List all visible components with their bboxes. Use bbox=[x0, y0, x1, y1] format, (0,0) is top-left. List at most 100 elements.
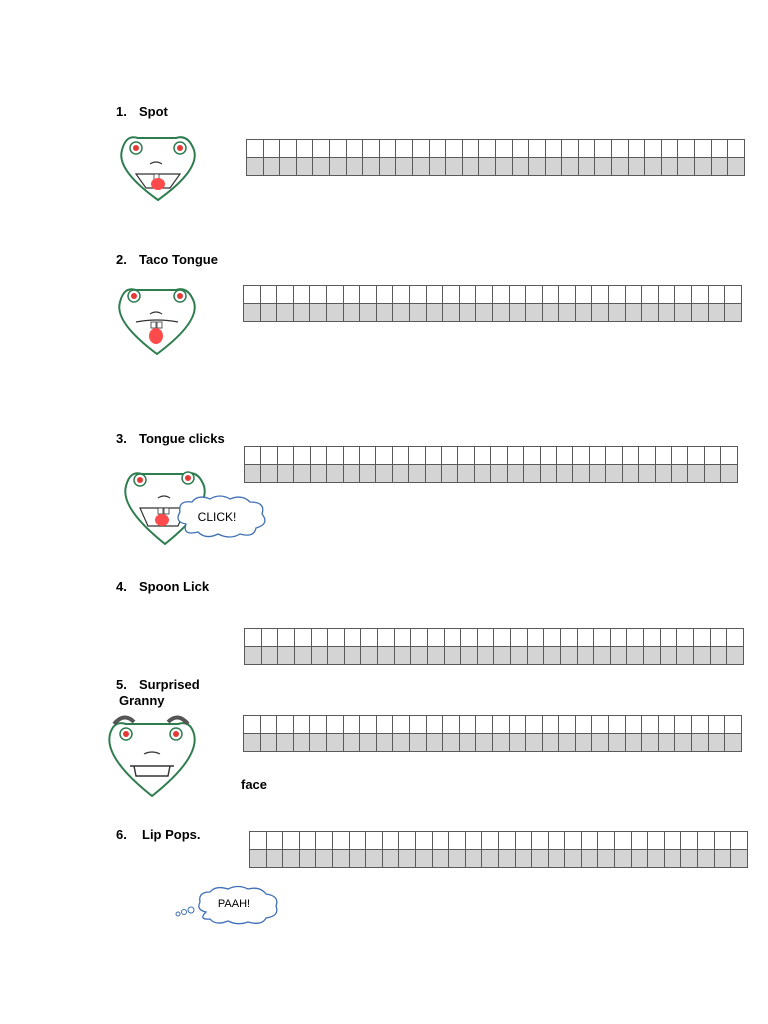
grid-cell bbox=[365, 831, 383, 850]
grid-cell bbox=[277, 646, 295, 665]
grid-cell bbox=[624, 715, 643, 734]
grid-cell bbox=[428, 139, 447, 158]
grid-cell bbox=[428, 157, 447, 176]
grid-cell bbox=[378, 157, 397, 176]
grid-cell bbox=[707, 285, 726, 304]
grid-cell bbox=[544, 157, 563, 176]
grid-cell bbox=[343, 646, 362, 665]
grid-cell bbox=[559, 646, 578, 665]
grid-cell bbox=[526, 646, 545, 665]
grid-cell bbox=[464, 831, 483, 850]
grid-cell bbox=[328, 157, 347, 176]
grid-cell bbox=[478, 139, 496, 158]
grid-cell bbox=[408, 303, 427, 322]
grid-cell bbox=[528, 157, 546, 176]
grid-cell bbox=[481, 849, 499, 868]
exercise-number: 3. bbox=[116, 431, 127, 446]
grid-cell bbox=[276, 464, 295, 483]
grid-cell bbox=[574, 285, 593, 304]
grid-cell bbox=[461, 139, 480, 158]
grid-cell bbox=[265, 831, 284, 850]
exercise-number: 4. bbox=[116, 579, 127, 594]
grid-cell bbox=[392, 285, 410, 304]
grid-cell bbox=[657, 715, 676, 734]
grid-cell bbox=[674, 715, 693, 734]
exercise-number: 5. bbox=[116, 677, 127, 692]
grid-cell bbox=[614, 831, 632, 850]
grid-cell bbox=[410, 628, 428, 647]
grid-cell bbox=[531, 831, 549, 850]
grid-cell bbox=[325, 303, 344, 322]
grid-cell bbox=[475, 715, 493, 734]
grid-row-shaded bbox=[246, 157, 745, 176]
grid-cell bbox=[539, 446, 558, 465]
grid-cell bbox=[445, 157, 463, 176]
response-grid-4 bbox=[244, 628, 744, 665]
grid-cell bbox=[638, 446, 656, 465]
grid-cell bbox=[246, 157, 264, 176]
grid-cell bbox=[724, 285, 742, 304]
grid-cell bbox=[692, 646, 711, 665]
grid-cell bbox=[511, 139, 530, 158]
grid-cell bbox=[393, 628, 412, 647]
response-grid-2 bbox=[243, 285, 742, 322]
grid-cell bbox=[541, 733, 560, 752]
grid-cell bbox=[572, 446, 590, 465]
grid-cell bbox=[680, 849, 699, 868]
grid-cell bbox=[442, 303, 460, 322]
grid-row-shaded bbox=[243, 464, 738, 483]
grid-cell bbox=[593, 628, 611, 647]
grid-cell bbox=[506, 446, 525, 465]
grid-cell bbox=[726, 628, 744, 647]
grid-cell bbox=[577, 157, 596, 176]
grid-cell bbox=[691, 715, 709, 734]
grid-cell bbox=[591, 285, 610, 304]
grid-cell bbox=[510, 646, 528, 665]
grid-cell bbox=[508, 285, 527, 304]
grid-cell bbox=[375, 303, 394, 322]
grid-cell bbox=[572, 464, 590, 483]
grid-cell bbox=[442, 715, 460, 734]
grid-cell bbox=[295, 157, 314, 176]
exercise-title: Surprised bbox=[139, 677, 200, 692]
grid-cell bbox=[398, 849, 416, 868]
grid-cell bbox=[377, 646, 395, 665]
grid-row-blank bbox=[246, 139, 745, 158]
grid-cell bbox=[539, 464, 558, 483]
grid-cell bbox=[709, 628, 728, 647]
grid-cell bbox=[414, 831, 433, 850]
grid-cell bbox=[457, 446, 475, 465]
grid-cell bbox=[609, 646, 628, 665]
exercise-number: 6. bbox=[116, 827, 127, 842]
grid-cell bbox=[475, 285, 493, 304]
grid-cell bbox=[243, 446, 262, 465]
grid-cell bbox=[259, 733, 278, 752]
grid-cell bbox=[647, 831, 665, 850]
grid-cell bbox=[588, 464, 607, 483]
grid-cell bbox=[674, 733, 693, 752]
grid-cell bbox=[574, 303, 593, 322]
grid-cell bbox=[643, 646, 661, 665]
grid-cell bbox=[365, 849, 383, 868]
grid-cell bbox=[687, 446, 705, 465]
grid-cell bbox=[425, 285, 444, 304]
grid-cell bbox=[309, 285, 327, 304]
grid-cell bbox=[475, 303, 493, 322]
grid-cell bbox=[663, 831, 682, 850]
grid-cell bbox=[710, 157, 729, 176]
grid-cell bbox=[561, 157, 579, 176]
grid-cell bbox=[707, 715, 726, 734]
grid-cell bbox=[312, 157, 330, 176]
grid-cell bbox=[558, 303, 576, 322]
grid-cell bbox=[342, 446, 360, 465]
grid-cell bbox=[654, 464, 672, 483]
grid-cell bbox=[559, 628, 578, 647]
grid-row-shaded bbox=[244, 646, 744, 665]
grid-cell bbox=[624, 303, 643, 322]
grid-cell bbox=[377, 628, 395, 647]
grid-cell bbox=[279, 139, 297, 158]
grid-cell bbox=[657, 285, 676, 304]
grid-cell bbox=[514, 849, 533, 868]
grid-cell bbox=[605, 464, 623, 483]
grid-cell bbox=[259, 285, 278, 304]
